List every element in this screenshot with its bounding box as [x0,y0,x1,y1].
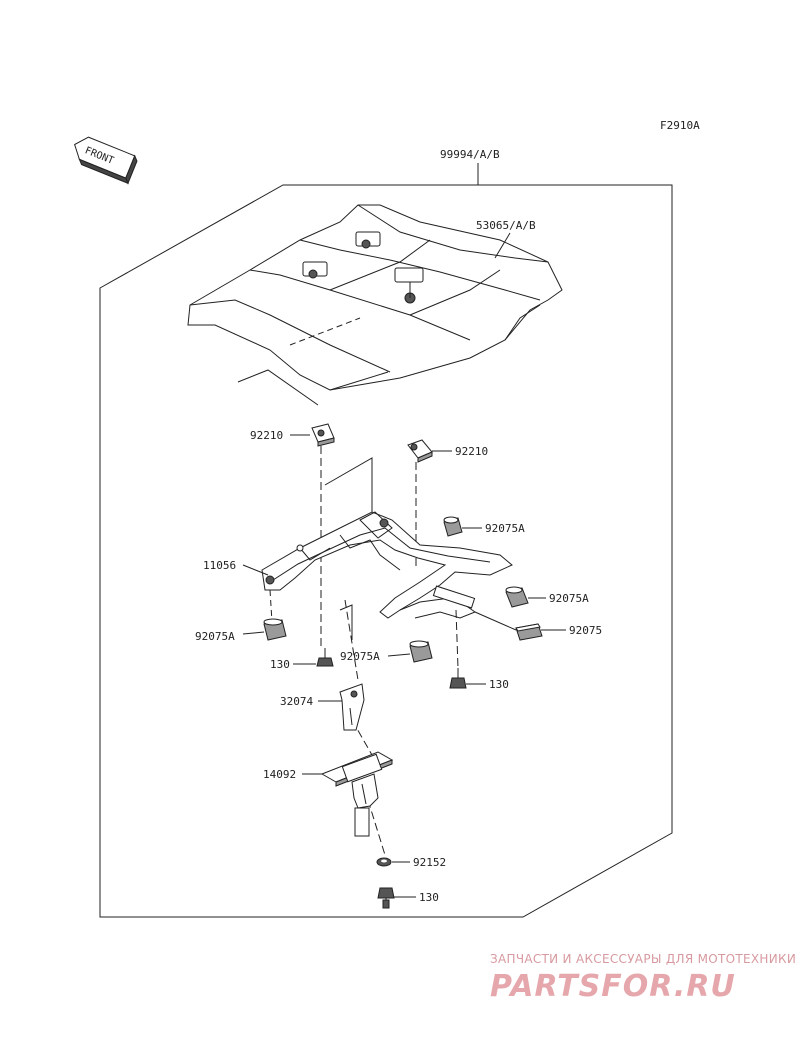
seat-cover-leader [494,232,511,259]
damper-small-label: 92075 [569,624,602,637]
bracket-part [261,511,513,619]
damper-upper-right-part [443,516,463,537]
bolt-right-part [449,668,467,689]
seat-cover-part [187,204,563,391]
plate-part [339,683,365,731]
watermark-tagline: ЗАПЧАСТИ И АКСЕССУАРЫ ДЛЯ МОТОТЕХНИКИ [490,952,796,966]
nut-right-label: 92210 [455,445,488,458]
nut-left-label: 92210 [250,429,283,442]
damper-upper-right-label: 92075A [485,522,525,535]
damper-center-part [409,640,433,663]
bolt-bottom-label: 130 [419,891,439,904]
bolt-left-label: 130 [270,658,290,671]
damper-small-guide [474,611,517,631]
damper-center-label: 92075A [340,650,380,663]
watermark-brand: PARTSFOR.RU [490,969,736,1004]
damper-left-leader [242,631,265,635]
lock-part [320,751,394,837]
bolt-left-part [316,648,334,667]
damper-left-part [263,589,287,641]
damper-center-leader [387,653,411,657]
figure-code: F2910A [660,119,700,132]
damper-mid-right-label: 92075A [549,592,589,605]
plate-label: 32074 [280,695,313,708]
front-arrow-icon: FRONT [74,136,138,185]
projection-line [237,369,319,406]
lock-label: 14092 [263,768,296,781]
assembly-number-label: 99994/A/B [440,148,500,161]
washer-part [376,857,392,867]
clip-nut-right-part [407,439,433,463]
bolt-right-label: 130 [489,678,509,691]
damper-left-label: 92075A [195,630,235,643]
bolt-bottom-part [377,887,395,909]
bracket-leader [242,564,269,576]
seat-cover-label: 53065/A/B [476,219,536,232]
bracket-label: 11056 [203,559,236,572]
damper-small-part [515,623,543,641]
assembly-frame [99,184,673,918]
clip-nut-left-part [311,423,335,447]
washer-label: 92152 [413,856,446,869]
damper-mid-right-part [505,586,529,608]
